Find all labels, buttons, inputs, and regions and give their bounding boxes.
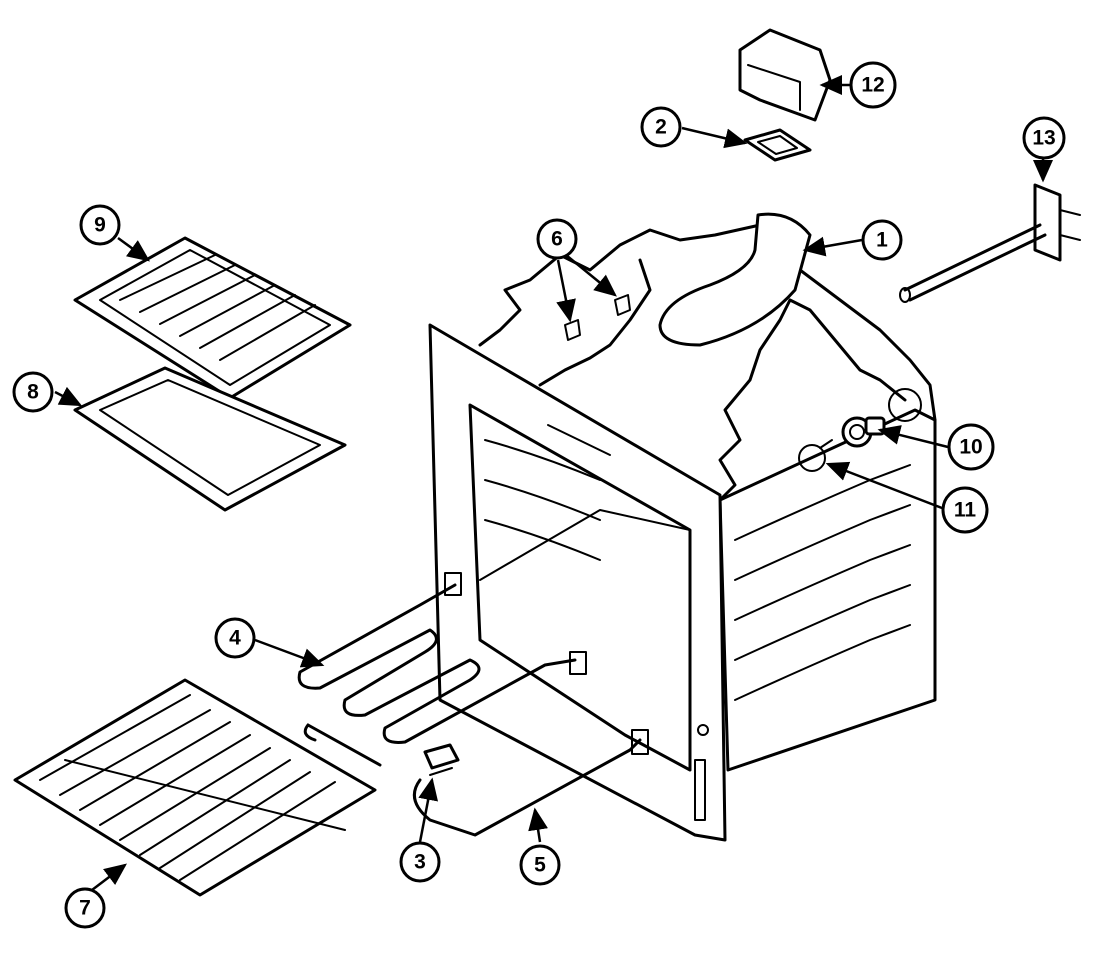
callout-4: 4: [214, 617, 256, 659]
light-gasket: [743, 128, 812, 162]
svg-text:1: 1: [876, 229, 888, 252]
svg-text:12: 12: [861, 74, 884, 97]
svg-text:10: 10: [959, 436, 982, 459]
svg-text:2: 2: [655, 116, 667, 139]
svg-text:3: 3: [414, 851, 426, 874]
callout-6: 6: [536, 218, 578, 260]
vent-duct: [658, 212, 812, 347]
callout-9: 9: [79, 204, 121, 246]
temperature-sensor: [899, 183, 1081, 303]
svg-text:6: 6: [551, 228, 563, 251]
terminal-block: [423, 743, 460, 776]
callout-12: 12: [849, 61, 897, 109]
callout-7: 7: [64, 887, 106, 929]
callout-10: 10: [947, 423, 995, 471]
callout-13: 13: [1022, 116, 1066, 160]
callout-3: 3: [399, 841, 441, 883]
callout-2: 2: [640, 106, 682, 148]
callout-5: 5: [519, 844, 561, 886]
light-housing: [738, 28, 832, 122]
broil-element: [303, 723, 649, 837]
callout-1: 1: [861, 219, 903, 261]
callout-11: 11: [941, 486, 989, 534]
svg-text:11: 11: [954, 499, 977, 522]
light-bulb: [798, 439, 833, 472]
oven-cavity: [478, 223, 937, 772]
broiler-pan: [73, 366, 347, 512]
bake-element: [297, 572, 587, 744]
svg-text:7: 7: [79, 897, 91, 920]
svg-text:9: 9: [94, 214, 106, 237]
callout-8: 8: [12, 371, 54, 413]
svg-text:13: 13: [1032, 127, 1055, 150]
svg-text:5: 5: [534, 854, 546, 877]
svg-text:4: 4: [229, 627, 241, 650]
oven-rack: [13, 678, 377, 897]
svg-text:8: 8: [27, 381, 39, 404]
oven-front-frame: [428, 323, 727, 842]
broiler-pan-insert: [73, 236, 352, 400]
